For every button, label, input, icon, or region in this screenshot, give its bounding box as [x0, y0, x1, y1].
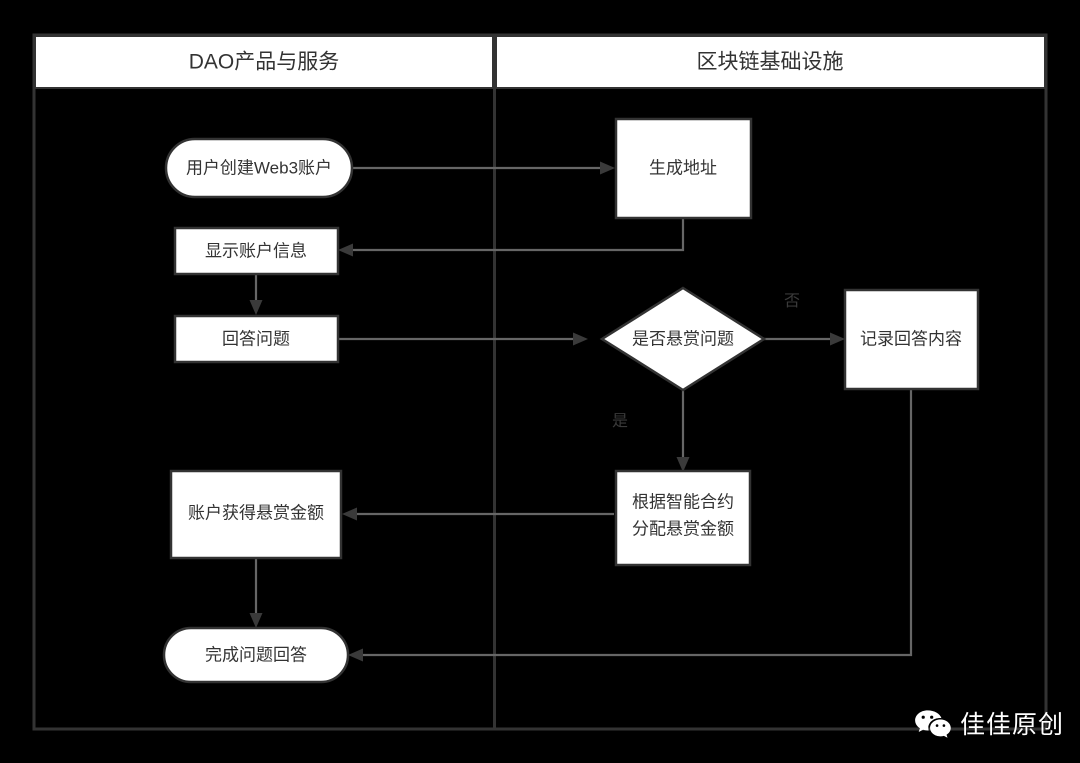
node-label: 生成地址	[649, 158, 717, 177]
arrowhead-icon	[676, 457, 690, 472]
node-shape-diamond[interactable]	[599, 286, 767, 392]
edge-generate-address-to-show-account-info	[338, 218, 685, 257]
node-label: 账户获得悬赏金额	[188, 503, 324, 522]
arrowhead-icon	[249, 613, 263, 628]
arrowhead-icon	[342, 507, 357, 521]
lane-title-right: 区块链基础设施	[697, 51, 844, 74]
arrowhead-icon	[348, 648, 363, 662]
node-label: 完成问题回答	[205, 645, 307, 664]
arrowhead-icon	[600, 161, 615, 175]
edge-layer: 否 是	[249, 161, 913, 662]
lane-header-left	[34, 35, 494, 89]
node-label: 回答问题	[222, 329, 290, 348]
node-shape-rect[interactable]	[843, 288, 980, 391]
node-show-account-info[interactable]: 显示账户信息	[173, 226, 340, 276]
node-smart-contract-distribute-bounty[interactable]: 根据智能合约 分配悬赏金额	[614, 469, 752, 567]
edge-account-reward-to-finish	[249, 558, 263, 628]
node-shape-rect[interactable]	[614, 469, 752, 567]
edge-label-no: 否	[784, 293, 800, 310]
arrowhead-icon	[249, 300, 263, 315]
node-label: 是否悬赏问题	[632, 329, 734, 348]
node-label-line2: 分配悬赏金额	[632, 519, 734, 538]
arrowhead-icon	[338, 243, 353, 257]
node-shape-rect[interactable]	[173, 314, 340, 364]
edge-smart-contract-to-account-reward	[342, 507, 614, 521]
node-finish-question-answer[interactable]: 完成问题回答	[162, 626, 350, 684]
node-record-answer-content[interactable]: 记录回答内容	[843, 288, 980, 391]
edge-record-answer-to-finish	[348, 390, 913, 662]
node-decision-is-bounty-question[interactable]: 是否悬赏问题	[599, 286, 767, 392]
edge-decision-yes-to-smart-contract: 是	[612, 391, 690, 472]
edge-user-creates-to-generate-address	[352, 161, 615, 175]
node-generate-address[interactable]: 生成地址	[614, 117, 753, 220]
node-label: 用户创建Web3账户	[186, 158, 332, 177]
swimlane-frame: DAO产品与服务 区块链基础设施	[32, 33, 1048, 731]
arrowhead-icon	[830, 332, 845, 346]
watermark: 佳佳原创	[914, 709, 1064, 741]
node-label-line1: 根据智能合约	[632, 492, 734, 511]
node-shape-rect[interactable]	[169, 469, 343, 560]
node-shape-stadium[interactable]	[164, 137, 354, 199]
lane-header-right	[495, 35, 1046, 89]
node-layer: 用户创建Web3账户 生成地址 显示账户信息 回答问题 是否悬赏问题	[162, 117, 980, 684]
node-shape-rect[interactable]	[614, 117, 753, 220]
node-shape-rect[interactable]	[173, 226, 340, 276]
wechat-icon	[914, 709, 952, 741]
arrowhead-icon	[573, 332, 588, 346]
node-label: 记录回答内容	[860, 329, 962, 348]
watermark-text: 佳佳原创	[959, 710, 1064, 739]
lane-title-left: DAO产品与服务	[189, 51, 340, 74]
node-shape-stadium[interactable]	[162, 626, 350, 684]
edge-answer-question-to-decision	[338, 332, 588, 346]
node-user-creates-web3-account[interactable]: 用户创建Web3账户	[164, 137, 354, 199]
node-label: 显示账户信息	[205, 241, 307, 260]
edge-decision-no-to-record-answer: 否	[764, 293, 845, 346]
edge-label-yes: 是	[612, 413, 628, 430]
edge-line	[348, 218, 685, 252]
edge-line	[358, 390, 913, 657]
edge-show-account-info-to-answer-question	[249, 274, 263, 315]
node-account-receives-bounty[interactable]: 账户获得悬赏金额	[169, 469, 343, 560]
node-answer-question[interactable]: 回答问题	[173, 314, 340, 364]
